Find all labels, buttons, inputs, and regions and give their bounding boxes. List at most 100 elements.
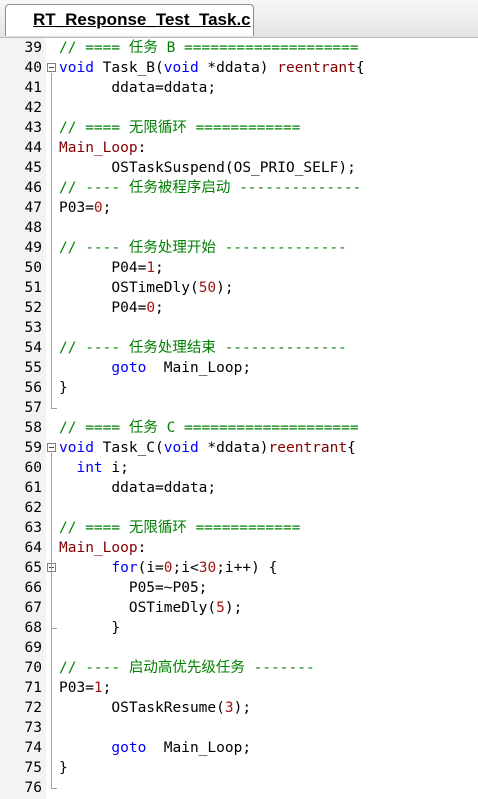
code-token: Main_Loop; xyxy=(146,740,252,756)
code-token: P04= xyxy=(59,300,147,316)
line-number: 57 xyxy=(24,400,42,416)
code-token: Task_B( xyxy=(93,60,164,76)
code-token: 0 xyxy=(163,560,173,576)
code-token: reentrant xyxy=(268,440,348,456)
code-text: goto Main_Loop; xyxy=(59,358,251,378)
code-editor[interactable]: 39// ==== 任务 B ==================== 40 voi… xyxy=(0,38,478,799)
line-number: 46 xyxy=(24,180,42,196)
line-number: 39 xyxy=(24,40,42,56)
code-text: OSTimeDly(5); xyxy=(59,598,243,618)
code-line[interactable]: 65 for(i=0;i<30;i++) { xyxy=(0,558,478,578)
code-line[interactable]: 56} xyxy=(0,378,478,398)
code-token: i; xyxy=(102,460,129,476)
code-line[interactable]: 43// ==== 无限循环 ============ xyxy=(0,118,478,138)
code-token: reentrant xyxy=(277,60,356,76)
code-token: OSTimeDly( xyxy=(59,600,217,616)
code-token: { xyxy=(347,440,356,456)
code-token: void xyxy=(163,60,199,76)
line-number: 67 xyxy=(24,600,42,616)
code-text: OSTimeDly(50); xyxy=(59,278,233,298)
code-text: // ---- 启动高优先级任务 ------- xyxy=(59,658,315,678)
line-number: 58 xyxy=(24,420,42,436)
code-line[interactable]: 48 xyxy=(0,218,478,238)
code-line[interactable]: 58 // ==== 任务 C ==================== xyxy=(0,418,478,438)
code-text: int i; xyxy=(59,458,129,478)
code-line[interactable]: 73 xyxy=(0,718,478,738)
code-line[interactable]: 76 xyxy=(0,778,478,798)
code-line[interactable]: 63// ==== 无限循环 ============ xyxy=(0,518,478,538)
code-text: // ==== 无限循环 ============ xyxy=(59,518,300,538)
code-text: OSTaskResume(3); xyxy=(59,698,251,718)
code-token: 0 xyxy=(93,200,103,216)
code-line[interactable]: 70// ---- 启动高优先级任务 ------- xyxy=(0,658,478,678)
line-number: 41 xyxy=(24,80,42,96)
code-token: ; xyxy=(102,680,112,696)
line-number: 42 xyxy=(24,100,42,116)
code-line[interactable]: 74 goto Main_Loop; xyxy=(0,738,478,758)
code-token: goto xyxy=(111,740,147,756)
code-line[interactable]: 68 } xyxy=(0,618,478,638)
line-number: 40 xyxy=(24,60,42,76)
line-number: 44 xyxy=(24,140,42,156)
line-number: 51 xyxy=(24,280,42,296)
code-token: 30 xyxy=(198,560,217,576)
code-line[interactable]: 51 OSTimeDly(50); xyxy=(0,278,478,298)
fold-guide xyxy=(51,73,52,408)
code-text: void Task_B(void *ddata) reentrant{ xyxy=(59,58,365,78)
code-token: ); xyxy=(233,700,252,716)
code-token: void xyxy=(163,440,199,456)
code-line[interactable]: 52 P04=0; xyxy=(0,298,478,318)
code-line[interactable]: 69 xyxy=(0,638,478,658)
code-token: ddata=ddata; xyxy=(59,480,217,496)
code-token: // ==== 无限循环 ============ xyxy=(59,120,301,136)
code-line[interactable]: 60 int i; xyxy=(0,458,478,478)
fold-toggle-icon[interactable] xyxy=(47,443,56,452)
code-line[interactable]: 46 // ---- 任务被程序启动 -------------- xyxy=(0,178,478,198)
code-token: P03= xyxy=(59,200,94,216)
code-token: for xyxy=(111,560,138,576)
code-token: // ---- 任务处理结束 -------------- xyxy=(59,340,347,356)
code-line[interactable]: 72 OSTaskResume(3); xyxy=(0,698,478,718)
code-line[interactable]: 66 P05=~P05; xyxy=(0,578,478,598)
code-text: } xyxy=(59,758,68,778)
code-text: P04=0; xyxy=(59,298,163,318)
code-text: // ==== 任务 C ==================== xyxy=(59,418,359,438)
code-line[interactable]: 75} xyxy=(0,758,478,778)
code-line[interactable]: 61 ddata=ddata; xyxy=(0,478,478,498)
code-token: P03= xyxy=(59,680,94,696)
code-line[interactable]: 40 void Task_B(void *ddata) reentrant{ xyxy=(0,58,478,78)
line-number: 65 xyxy=(24,560,42,576)
code-line[interactable]: 39// ==== 任务 B ==================== xyxy=(0,38,478,58)
code-line[interactable]: 53 xyxy=(0,318,478,338)
code-line[interactable]: 67 OSTimeDly(5); xyxy=(0,598,478,618)
code-line[interactable]: 49 // ---- 任务处理开始 -------------- xyxy=(0,238,478,258)
code-token: OSTaskSuspend(OS_PRIO_SELF); xyxy=(59,160,356,176)
line-number: 75 xyxy=(24,760,42,776)
line-number: 55 xyxy=(24,360,42,376)
code-line[interactable]: 62 xyxy=(0,498,478,518)
code-line[interactable]: 42 xyxy=(0,98,478,118)
code-token xyxy=(59,460,76,476)
line-number: 74 xyxy=(24,740,42,756)
fold-toggle-icon[interactable] xyxy=(47,63,56,72)
code-line[interactable]: 54// ---- 任务处理结束 -------------- xyxy=(0,338,478,358)
code-line[interactable]: 55 goto Main_Loop; xyxy=(0,358,478,378)
code-token: // ---- 任务处理开始 -------------- xyxy=(59,240,347,256)
code-line[interactable]: 41 ddata=ddata; xyxy=(0,78,478,98)
code-line[interactable]: 50 P04=1; xyxy=(0,258,478,278)
code-line[interactable]: 57 xyxy=(0,398,478,418)
line-number: 49 xyxy=(24,240,42,256)
code-text: // ---- 任务被程序启动 -------------- xyxy=(59,178,361,198)
code-token: ddata=ddata; xyxy=(59,80,217,96)
code-text: ddata=ddata; xyxy=(59,478,216,498)
code-token: ;i< xyxy=(172,560,199,576)
fold-guide-end xyxy=(51,628,57,629)
line-number: 53 xyxy=(24,320,42,336)
code-line[interactable]: 45 OSTaskSuspend(OS_PRIO_SELF); xyxy=(0,158,478,178)
tab-file[interactable]: RT_Response_Test_Task.c xyxy=(5,4,254,36)
